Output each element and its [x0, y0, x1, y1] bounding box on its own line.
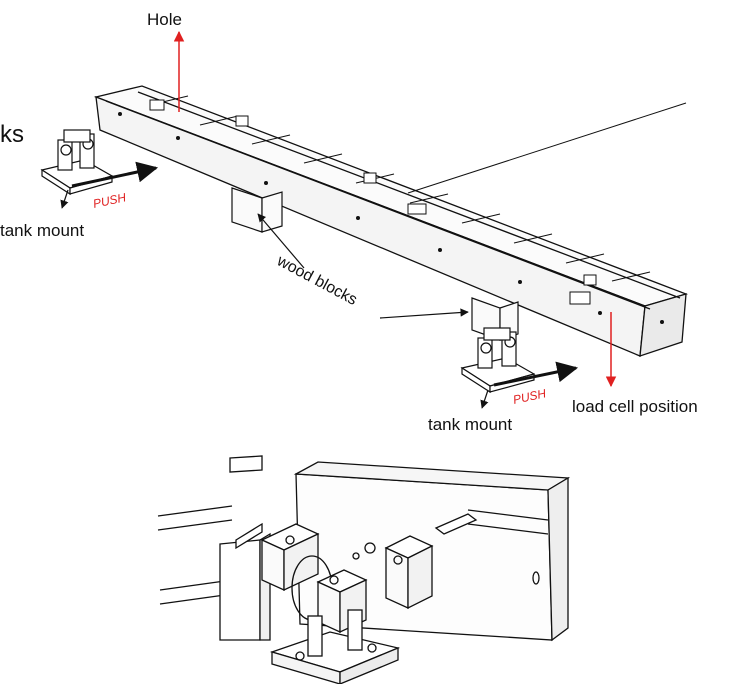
wood-block-left — [231, 187, 283, 233]
tank-mount-left-pointer — [60, 189, 69, 209]
load-cell-position-label: load cell position — [572, 397, 698, 416]
push-arrow-left — [71, 161, 159, 188]
tank-mount-left-label: tank mount — [0, 221, 84, 240]
detail-view — [157, 455, 571, 684]
hole-label: Hole — [147, 10, 182, 29]
push-arrow-right — [493, 361, 579, 387]
tank-mount-right — [460, 327, 536, 394]
frame-beam — [93, 85, 689, 357]
tank-mount-right-pointer — [480, 389, 489, 409]
wood-blocks-pointer-left — [257, 213, 305, 269]
wood-blocks-pointer-right — [379, 308, 469, 319]
tank-mount-right-label: tank mount — [428, 415, 512, 434]
wood-blocks-label: wood blocks — [273, 252, 360, 309]
partial-label-left: ks — [0, 121, 24, 148]
push-left-label: PUSH — [92, 190, 128, 211]
push-right-label: PUSH — [512, 386, 548, 407]
